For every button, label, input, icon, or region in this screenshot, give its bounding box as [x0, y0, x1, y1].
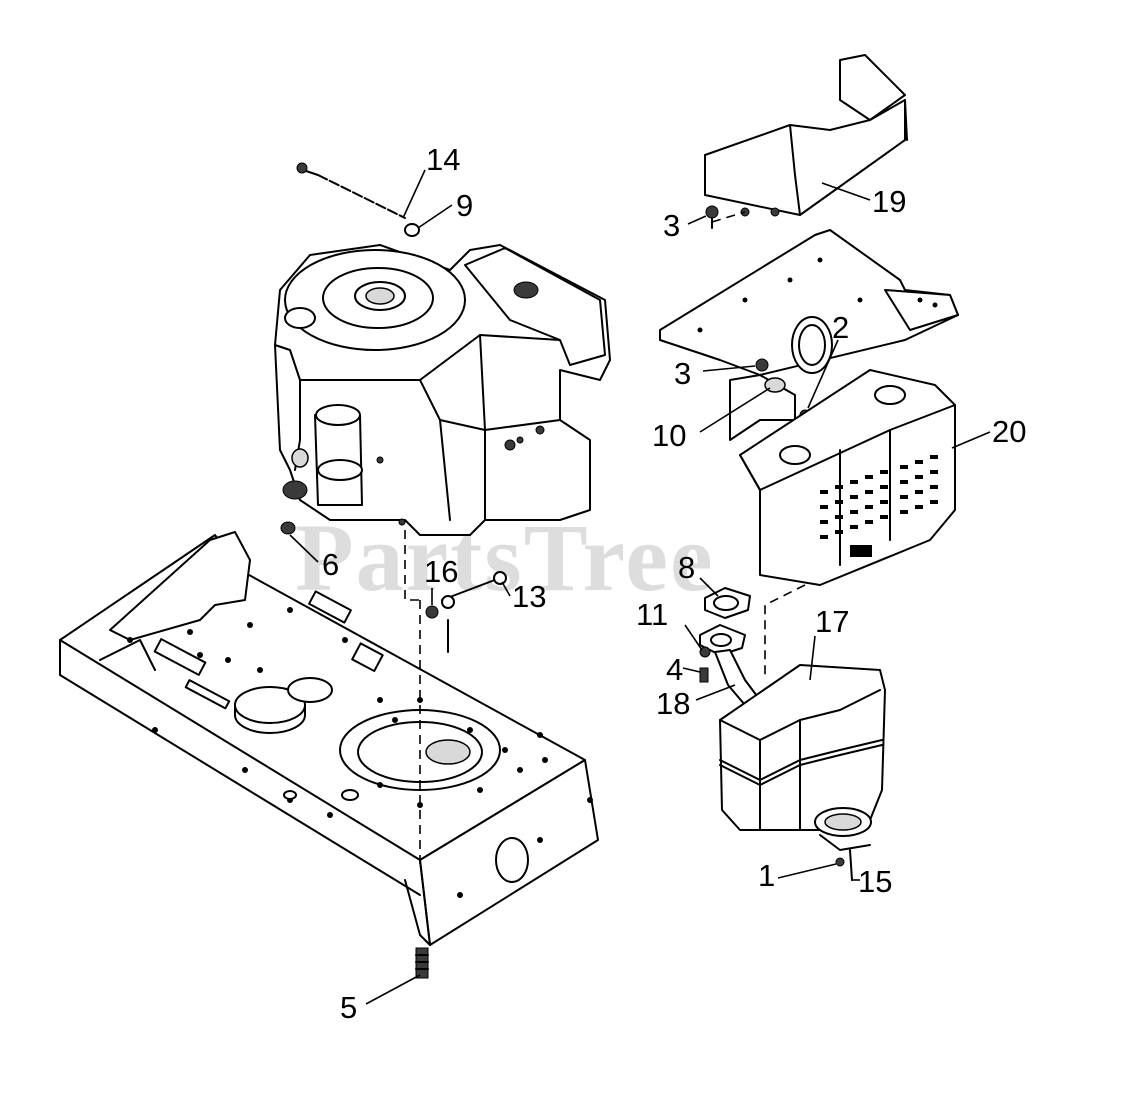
engine-assembly	[274, 162, 611, 870]
heat-shield-19	[704, 54, 908, 223]
callout-8: 8	[678, 550, 695, 585]
callout-18: 18	[656, 686, 690, 721]
muffler-bracket	[659, 229, 959, 441]
callout-6: 6	[322, 547, 339, 582]
callout-2: 2	[832, 310, 849, 345]
mount-bolts-13-16	[425, 571, 507, 653]
callout-10: 10	[652, 418, 686, 453]
callout-4: 4	[666, 652, 683, 687]
callout-17: 17	[815, 604, 849, 639]
callout-14: 14	[426, 142, 460, 177]
callout-19: 19	[872, 184, 906, 219]
callout-11: 11	[636, 597, 668, 632]
callout-15: 15	[858, 864, 892, 899]
callout-20: 20	[992, 414, 1026, 449]
frame-assembly	[59, 531, 599, 946]
callout-13: 13	[512, 579, 546, 614]
callout-9: 9	[456, 188, 473, 223]
bolt-5	[415, 947, 429, 979]
callout-3-top: 3	[663, 208, 680, 243]
callout-1: 1	[758, 858, 775, 893]
watermark: PartsTree	[295, 504, 715, 611]
screw-3-top	[705, 205, 719, 229]
callouts: 14 9 3 19 2 3 10 20 6 16 13 8 17	[289, 142, 1026, 1025]
muffler-17	[719, 664, 886, 881]
callout-3-middle: 3	[674, 356, 691, 391]
bolt-6	[280, 521, 296, 535]
callout-5: 5	[340, 990, 357, 1025]
muffler-guard-20	[739, 369, 956, 680]
callout-16: 16	[424, 554, 458, 589]
gasket-8	[704, 587, 751, 619]
